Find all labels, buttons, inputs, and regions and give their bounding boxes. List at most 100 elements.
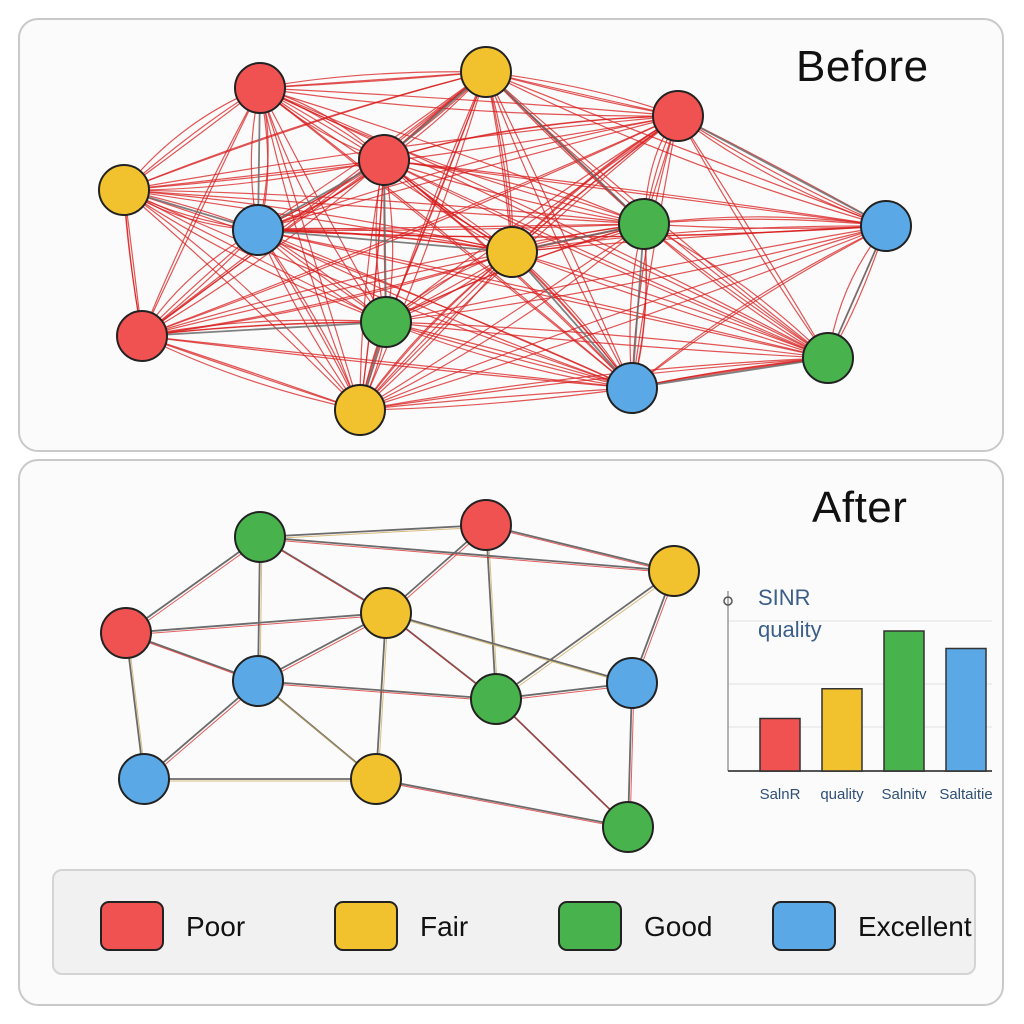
chart-bar-excellent xyxy=(945,647,987,772)
interference-edge xyxy=(123,189,513,253)
link-edge xyxy=(125,536,261,634)
interference-edge xyxy=(677,115,887,227)
interference-edge xyxy=(511,251,829,359)
interference-edge xyxy=(259,87,679,117)
node-good xyxy=(234,511,286,563)
residual-edge xyxy=(127,614,389,636)
interference-edge xyxy=(259,87,361,411)
link-edge xyxy=(495,570,675,700)
legend-swatch-fair xyxy=(334,901,398,951)
interference-edge xyxy=(257,223,645,232)
interference-edge xyxy=(123,189,387,323)
node-fair xyxy=(98,164,150,216)
interference-edge xyxy=(485,71,633,389)
link-edge xyxy=(383,159,387,323)
link-edge xyxy=(511,251,633,389)
interference-edge xyxy=(123,189,645,225)
node-fair xyxy=(360,587,412,639)
interference-edge xyxy=(359,387,633,411)
interference-edge xyxy=(643,216,887,227)
interference-edge xyxy=(383,159,645,225)
interference-edge xyxy=(359,357,829,411)
interference-edge xyxy=(123,159,385,191)
node-poor xyxy=(460,499,512,551)
node-fair xyxy=(460,46,512,98)
before-nodes xyxy=(98,46,912,436)
interference-edge xyxy=(383,159,887,227)
interference-edge xyxy=(385,321,829,359)
interference-edge xyxy=(259,87,679,117)
interference-edge xyxy=(385,225,887,323)
interference-edge xyxy=(259,87,387,323)
link-edge xyxy=(677,115,887,227)
interference-edge xyxy=(257,227,513,253)
link-edge xyxy=(375,612,387,780)
interference-edge xyxy=(141,335,361,411)
interference-edge xyxy=(257,115,679,231)
interference-edge xyxy=(123,189,361,411)
link-edge xyxy=(125,612,387,634)
node-good xyxy=(470,673,522,725)
node-good xyxy=(618,198,670,250)
interference-edge xyxy=(141,251,513,337)
interference-edge xyxy=(259,87,645,225)
interference-edge xyxy=(385,321,633,389)
interference-edge xyxy=(359,357,829,411)
interference-edge xyxy=(677,115,829,359)
before-edges xyxy=(123,71,887,411)
interference-edge xyxy=(677,115,887,227)
legend-label-poor: Poor xyxy=(186,911,246,942)
interference-edge xyxy=(123,189,645,225)
interference-edge xyxy=(141,115,679,337)
legend-label-good: Good xyxy=(644,911,713,942)
interference-edge xyxy=(359,225,887,411)
chart-x-label: SalnR xyxy=(760,786,801,803)
chart-bar-fair xyxy=(821,688,863,772)
interference-edge xyxy=(485,71,887,227)
interference-edge xyxy=(123,189,361,411)
after-network-diagram xyxy=(100,499,700,853)
interference-edge xyxy=(631,225,887,389)
chart-title-line2: quality xyxy=(758,617,822,642)
interference-edge xyxy=(631,225,887,389)
node-poor xyxy=(358,134,410,186)
interference-edge xyxy=(677,115,829,359)
interference-edge xyxy=(257,229,633,389)
interference-edge xyxy=(123,115,679,191)
node-poor xyxy=(234,62,286,114)
legend-label-fair: Fair xyxy=(420,911,469,942)
residual-edge xyxy=(127,538,263,636)
node-good xyxy=(360,296,412,348)
interference-edge xyxy=(385,321,633,389)
interference-edge xyxy=(257,229,829,359)
link-edge xyxy=(631,357,829,389)
node-fair xyxy=(334,384,386,436)
link-edge xyxy=(257,680,497,700)
link-edge xyxy=(385,612,633,684)
interference-edge xyxy=(385,321,633,389)
before-network-diagram xyxy=(98,46,912,436)
residual-edge xyxy=(261,526,489,540)
interference-edge xyxy=(385,115,679,323)
node-fair xyxy=(350,753,402,805)
node-poor xyxy=(116,310,168,362)
interference-edge xyxy=(385,225,887,323)
quality-legend: Poor Fair Good Excellent xyxy=(52,869,976,975)
interference-edge xyxy=(259,87,361,411)
interference-edge xyxy=(123,159,385,191)
interference-edge xyxy=(359,223,645,411)
interference-edge xyxy=(385,115,679,323)
residual-edge xyxy=(377,780,631,830)
node-good xyxy=(802,332,854,384)
after-title: After xyxy=(812,483,908,532)
node-fair xyxy=(648,545,700,597)
interference-edge xyxy=(383,159,829,359)
node-good xyxy=(602,801,654,853)
interference-edge xyxy=(259,87,829,359)
legend-swatch-good xyxy=(558,901,622,951)
chart-x-label: Salnitv xyxy=(881,786,927,803)
interference-edge xyxy=(141,335,633,389)
chart-bars xyxy=(759,630,987,772)
